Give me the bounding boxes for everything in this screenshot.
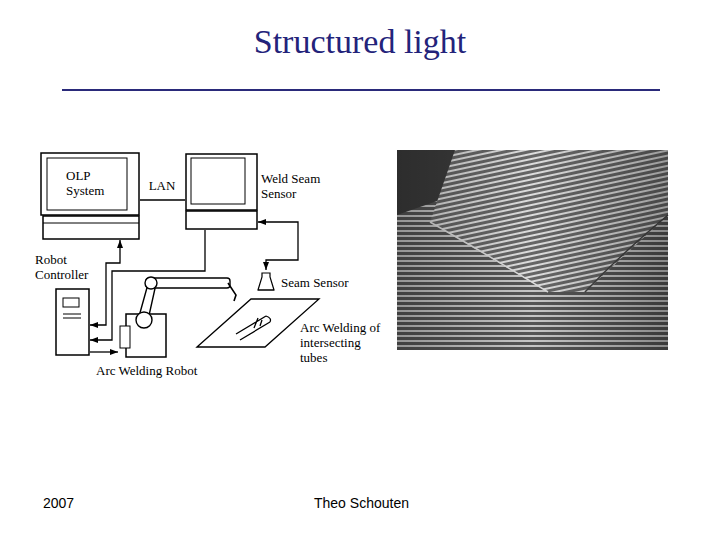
title-rule bbox=[62, 89, 660, 91]
footer-author: Theo Schouten bbox=[314, 495, 409, 512]
node-label: Arc Welding of intersecting tubes bbox=[300, 320, 386, 365]
node-label: Weld Seam Sensor bbox=[261, 171, 335, 201]
node-label: Arc Welding Robot bbox=[96, 363, 197, 378]
connector-label: LAN bbox=[147, 178, 178, 193]
structured-light-photo bbox=[397, 150, 668, 350]
node-label: Seam Sensor bbox=[281, 275, 349, 290]
welding-plate: Arc Welding of intersecting tubes bbox=[196, 298, 320, 348]
controller-cabinet-outline bbox=[55, 288, 90, 356]
controller-cabinet: Robot Controller bbox=[55, 288, 90, 356]
connector bbox=[90, 351, 118, 352]
footer-year: 2007 bbox=[43, 495, 74, 512]
node-label: OLP System bbox=[66, 168, 126, 198]
sensor-head-outline bbox=[255, 270, 277, 292]
node-label: Robot Controller bbox=[35, 252, 107, 282]
connector bbox=[258, 222, 298, 270]
slide-title: Structured light bbox=[0, 22, 720, 62]
sensor-head: Seam Sensor bbox=[255, 270, 277, 292]
computer-terminal-outline bbox=[185, 153, 258, 230]
connector bbox=[90, 240, 120, 325]
connector bbox=[140, 199, 185, 200]
computer-terminal: Weld Seam Sensor bbox=[185, 153, 258, 230]
computer-terminal: OLP System bbox=[40, 152, 140, 240]
